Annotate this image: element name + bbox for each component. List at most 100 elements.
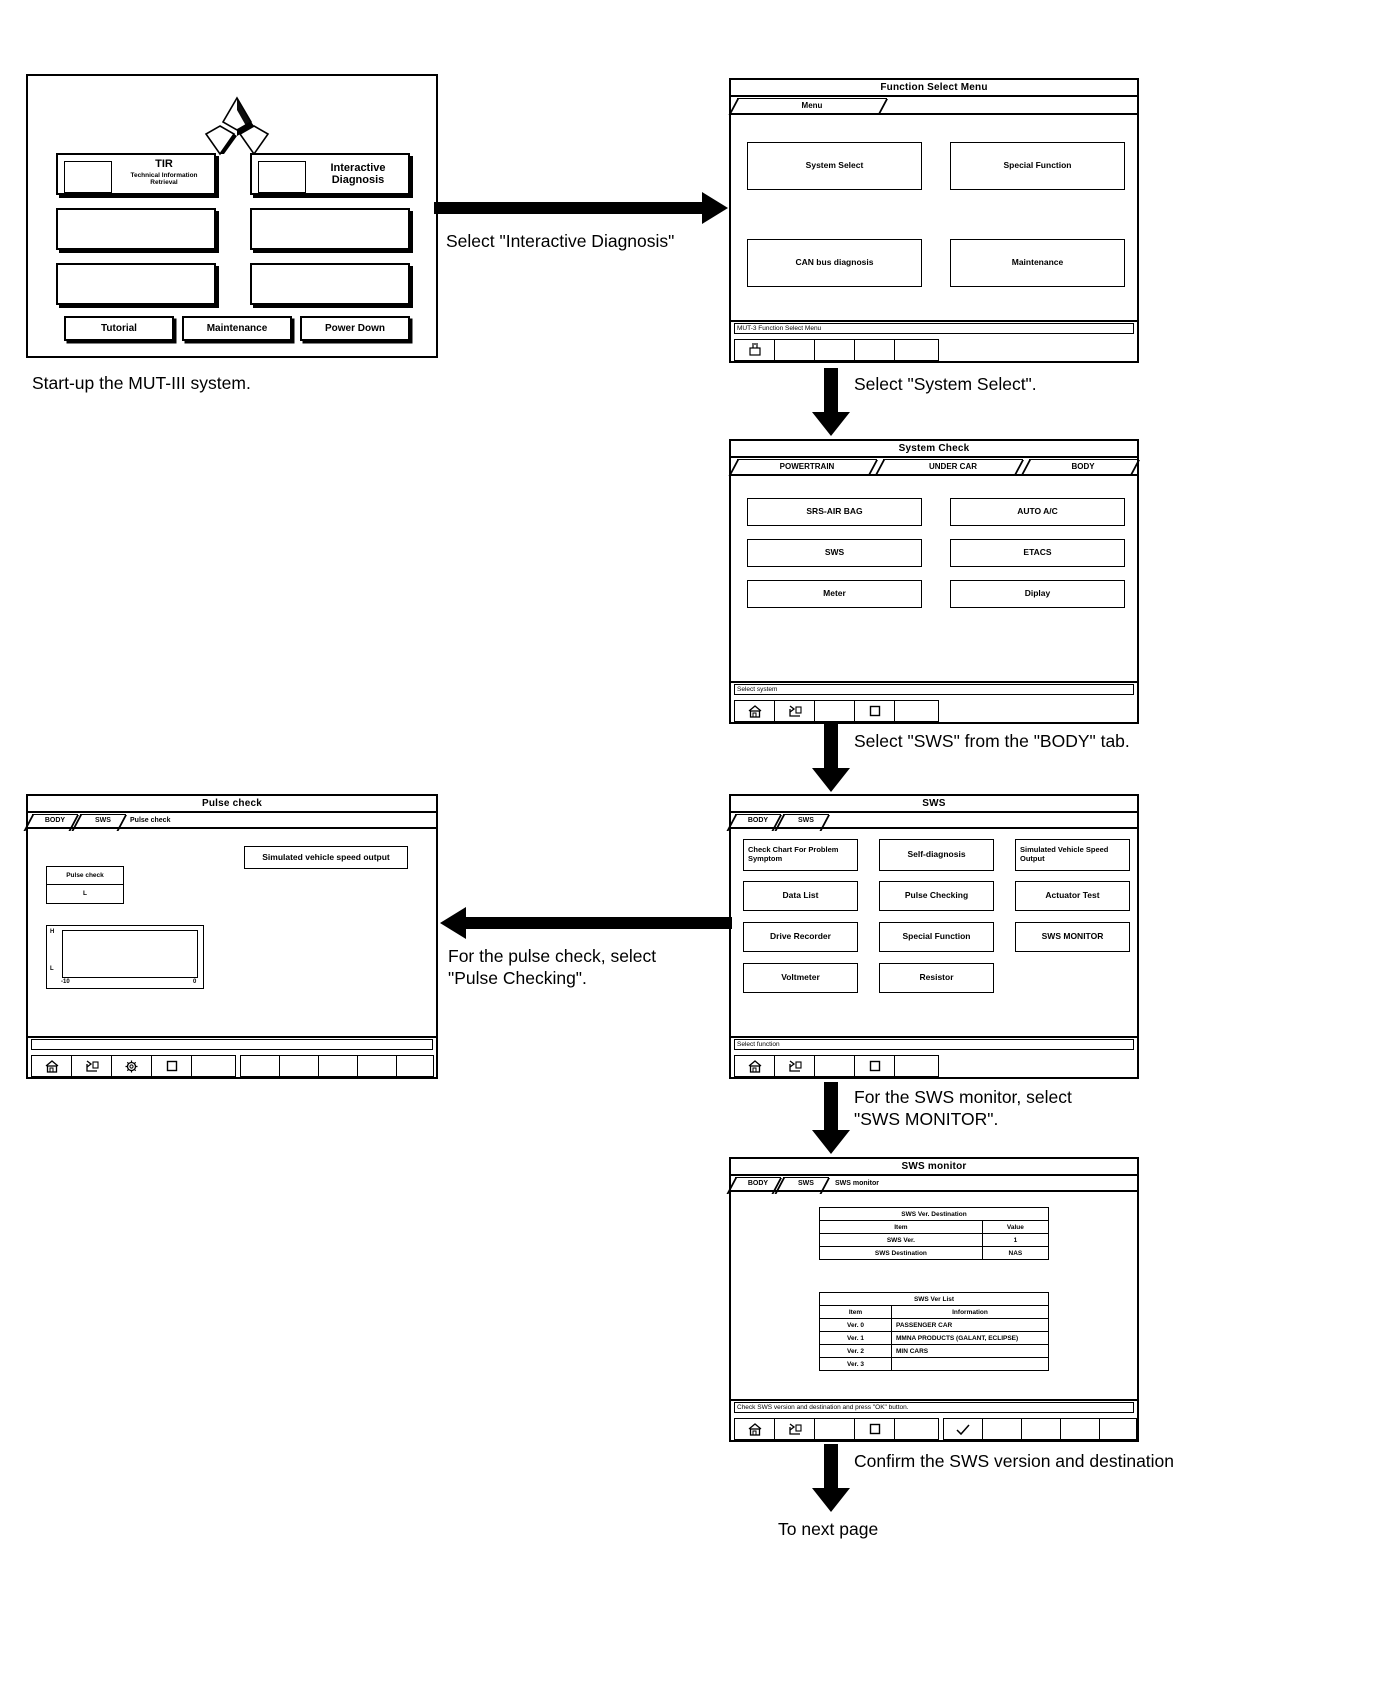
right-toolbar-slot-4[interactable] xyxy=(358,1056,397,1076)
graph-label-high: H xyxy=(50,929,55,935)
sws-button-data-list[interactable]: Data List xyxy=(743,881,858,911)
sws-button-self-diagnosis[interactable]: Self-diagnosis xyxy=(879,839,994,871)
mitsubishi-three-diamonds-logo xyxy=(204,96,270,156)
right-toolbar-slot-2[interactable] xyxy=(280,1056,319,1076)
right-toolbar-slot-3[interactable] xyxy=(1022,1419,1061,1439)
startup-button-blank-1[interactable] xyxy=(56,208,216,250)
function-select-title: Function Select Menu xyxy=(731,80,1137,97)
toolbar-home-button[interactable] xyxy=(735,1056,775,1076)
toolbar-slot-3[interactable] xyxy=(815,1056,855,1076)
sws-ver-list-table-wrap: SWS Ver List Item Information Ver. 0 PAS… xyxy=(819,1292,1049,1371)
right-toolbar-slot-2[interactable] xyxy=(983,1419,1022,1439)
function-button-maintenance[interactable]: Maintenance xyxy=(950,239,1125,287)
arrow-sws-monitor-to-next-page xyxy=(812,1444,850,1512)
toolbar-slot-3[interactable] xyxy=(815,1419,855,1439)
toolbar-copy-button[interactable] xyxy=(855,1419,895,1439)
breadcrumb-body[interactable]: BODY xyxy=(44,817,66,824)
right-toolbar-slot-5[interactable] xyxy=(397,1056,432,1076)
toolbar-copy-button[interactable] xyxy=(152,1056,192,1076)
toolbar-back-button[interactable] xyxy=(775,1419,815,1439)
breadcrumb-pulse-check: Pulse check xyxy=(130,817,171,824)
arrow-sws-to-pulse-check xyxy=(440,907,732,939)
toolbar-slot-5[interactable] xyxy=(895,701,936,721)
sws-button-pulse-checking[interactable]: Pulse Checking xyxy=(879,881,994,911)
right-toolbar-slot-3[interactable] xyxy=(319,1056,358,1076)
function-button-system-select[interactable]: System Select xyxy=(747,142,922,190)
system-button-meter[interactable]: Meter xyxy=(747,580,922,608)
toolbar-home-button[interactable] xyxy=(735,701,775,721)
toolbar-slot-5[interactable] xyxy=(192,1056,233,1076)
toolbar-slot-5[interactable] xyxy=(895,1419,936,1439)
breadcrumb-sws[interactable]: SWS xyxy=(95,817,111,824)
pulse-check-simulated-speed-button[interactable]: Simulated vehicle speed output xyxy=(244,846,408,869)
breadcrumb-sws[interactable]: SWS xyxy=(798,1180,814,1187)
breadcrumb-body[interactable]: BODY xyxy=(747,817,769,824)
toolbar-copy-button[interactable] xyxy=(855,1056,895,1076)
tab-powertrain[interactable]: POWERTRAIN xyxy=(779,462,835,471)
system-button-auto-ac[interactable]: AUTO A/C xyxy=(950,498,1125,526)
toolbar-slot-3[interactable] xyxy=(815,340,855,360)
toolbar-home-button[interactable] xyxy=(735,1419,775,1439)
right-toolbar-slot-4[interactable] xyxy=(1061,1419,1100,1439)
home-icon xyxy=(748,1422,761,1436)
graph-label-low: L xyxy=(50,966,54,972)
toolbar-back-button[interactable] xyxy=(775,1056,815,1076)
toolbar-connector-button[interactable] xyxy=(735,340,775,360)
back-icon xyxy=(788,704,802,717)
toolbar-home-button[interactable] xyxy=(32,1056,72,1076)
toolbar-back-button[interactable] xyxy=(775,701,815,721)
arrow-system-check-to-sws xyxy=(812,724,850,792)
startup-button-power-down[interactable]: Power Down xyxy=(300,316,410,341)
toolbar-ok-button[interactable] xyxy=(944,1419,983,1439)
sws-button-simulated-vehicle-speed-output[interactable]: Simulated Vehicle Speed Output xyxy=(1015,839,1130,871)
cell-value: 1 xyxy=(981,1233,1050,1247)
copy-icon xyxy=(869,1423,880,1435)
sws-title: SWS xyxy=(731,796,1137,813)
startup-button-blank-2[interactable] xyxy=(250,208,410,250)
sws-button-check-chart[interactable]: Check Chart For Problem Symptom xyxy=(743,839,858,871)
toolbar-slot-3[interactable] xyxy=(815,701,855,721)
sws-button-sws-monitor[interactable]: SWS MONITOR xyxy=(1015,922,1130,952)
function-button-can-bus-diagnosis[interactable]: CAN bus diagnosis xyxy=(747,239,922,287)
toolbar-slot-5[interactable] xyxy=(895,1056,936,1076)
connector-icon xyxy=(748,343,761,356)
toolbar-slot-2[interactable] xyxy=(775,340,815,360)
breadcrumb-body-shape xyxy=(32,814,78,828)
tab-undercar[interactable]: UNDER CAR xyxy=(929,462,977,471)
system-button-etacs[interactable]: ETACS xyxy=(950,539,1125,567)
cell-item: Ver. 1 xyxy=(819,1331,892,1345)
startup-button-tutorial[interactable]: Tutorial xyxy=(64,316,174,341)
sws-ver-destination-table-wrap: SWS Ver. Destination Item Value SWS Ver.… xyxy=(819,1207,1050,1260)
breadcrumb-body[interactable]: BODY xyxy=(747,1180,769,1187)
sws-button-actuator-test[interactable]: Actuator Test xyxy=(1015,881,1130,911)
system-button-diplay[interactable]: Diplay xyxy=(950,580,1125,608)
right-toolbar-slot-1[interactable] xyxy=(241,1056,280,1076)
right-toolbar-slot-5[interactable] xyxy=(1100,1419,1135,1439)
toolbar-copy-button[interactable] xyxy=(855,701,895,721)
toolbar-gear-button[interactable] xyxy=(112,1056,152,1076)
system-button-srs-air-bag[interactable]: SRS-AIR BAG xyxy=(747,498,922,526)
toolbar-slot-4[interactable] xyxy=(855,340,895,360)
sws-button-special-function[interactable]: Special Function xyxy=(879,922,994,952)
system-button-sws[interactable]: SWS xyxy=(747,539,922,567)
toolbar-back-button[interactable] xyxy=(72,1056,112,1076)
startup-button-maintenance[interactable]: Maintenance xyxy=(182,316,292,341)
startup-button-blank-3[interactable] xyxy=(56,263,216,305)
pulse-check-right-toolbar xyxy=(240,1055,434,1077)
sws-button-voltmeter[interactable]: Voltmeter xyxy=(743,963,858,993)
tab-body[interactable]: BODY xyxy=(1071,462,1095,471)
caption-confirm-sws-version: Confirm the SWS version and destination xyxy=(854,1451,1175,1471)
tab-menu[interactable]: Menu xyxy=(801,101,823,110)
sws-button-resistor[interactable]: Resistor xyxy=(879,963,994,993)
pulse-check-table-header: Pulse check xyxy=(47,867,123,885)
startup-button-blank-4[interactable] xyxy=(250,263,410,305)
sws-monitor-breadcrumb-bar: BODY SWS SWS monitor xyxy=(731,1176,1137,1192)
toolbar-slot-5[interactable] xyxy=(895,340,936,360)
sws-button-drive-recorder[interactable]: Drive Recorder xyxy=(743,922,858,952)
function-button-special-function[interactable]: Special Function xyxy=(950,142,1125,190)
breadcrumb-sws[interactable]: SWS xyxy=(798,817,814,824)
